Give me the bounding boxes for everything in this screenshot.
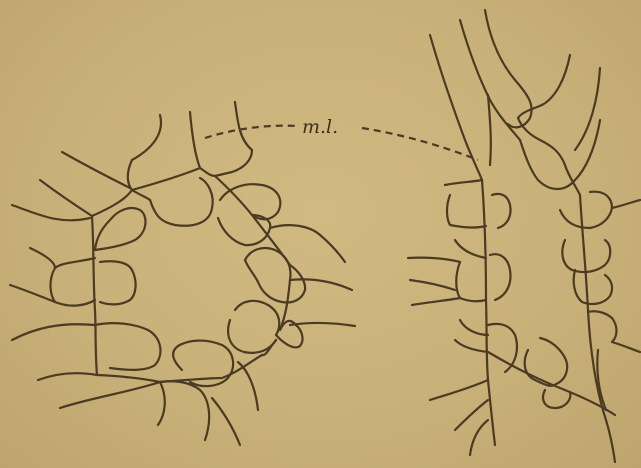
middle-lamella-pointer: m.l.: [205, 116, 478, 160]
ml-label: m.l.: [302, 116, 338, 138]
right-cell-row: [408, 10, 640, 462]
left-cell-ring: [10, 102, 355, 445]
leader-line-right: [362, 128, 478, 160]
leader-line-left: [205, 126, 298, 138]
